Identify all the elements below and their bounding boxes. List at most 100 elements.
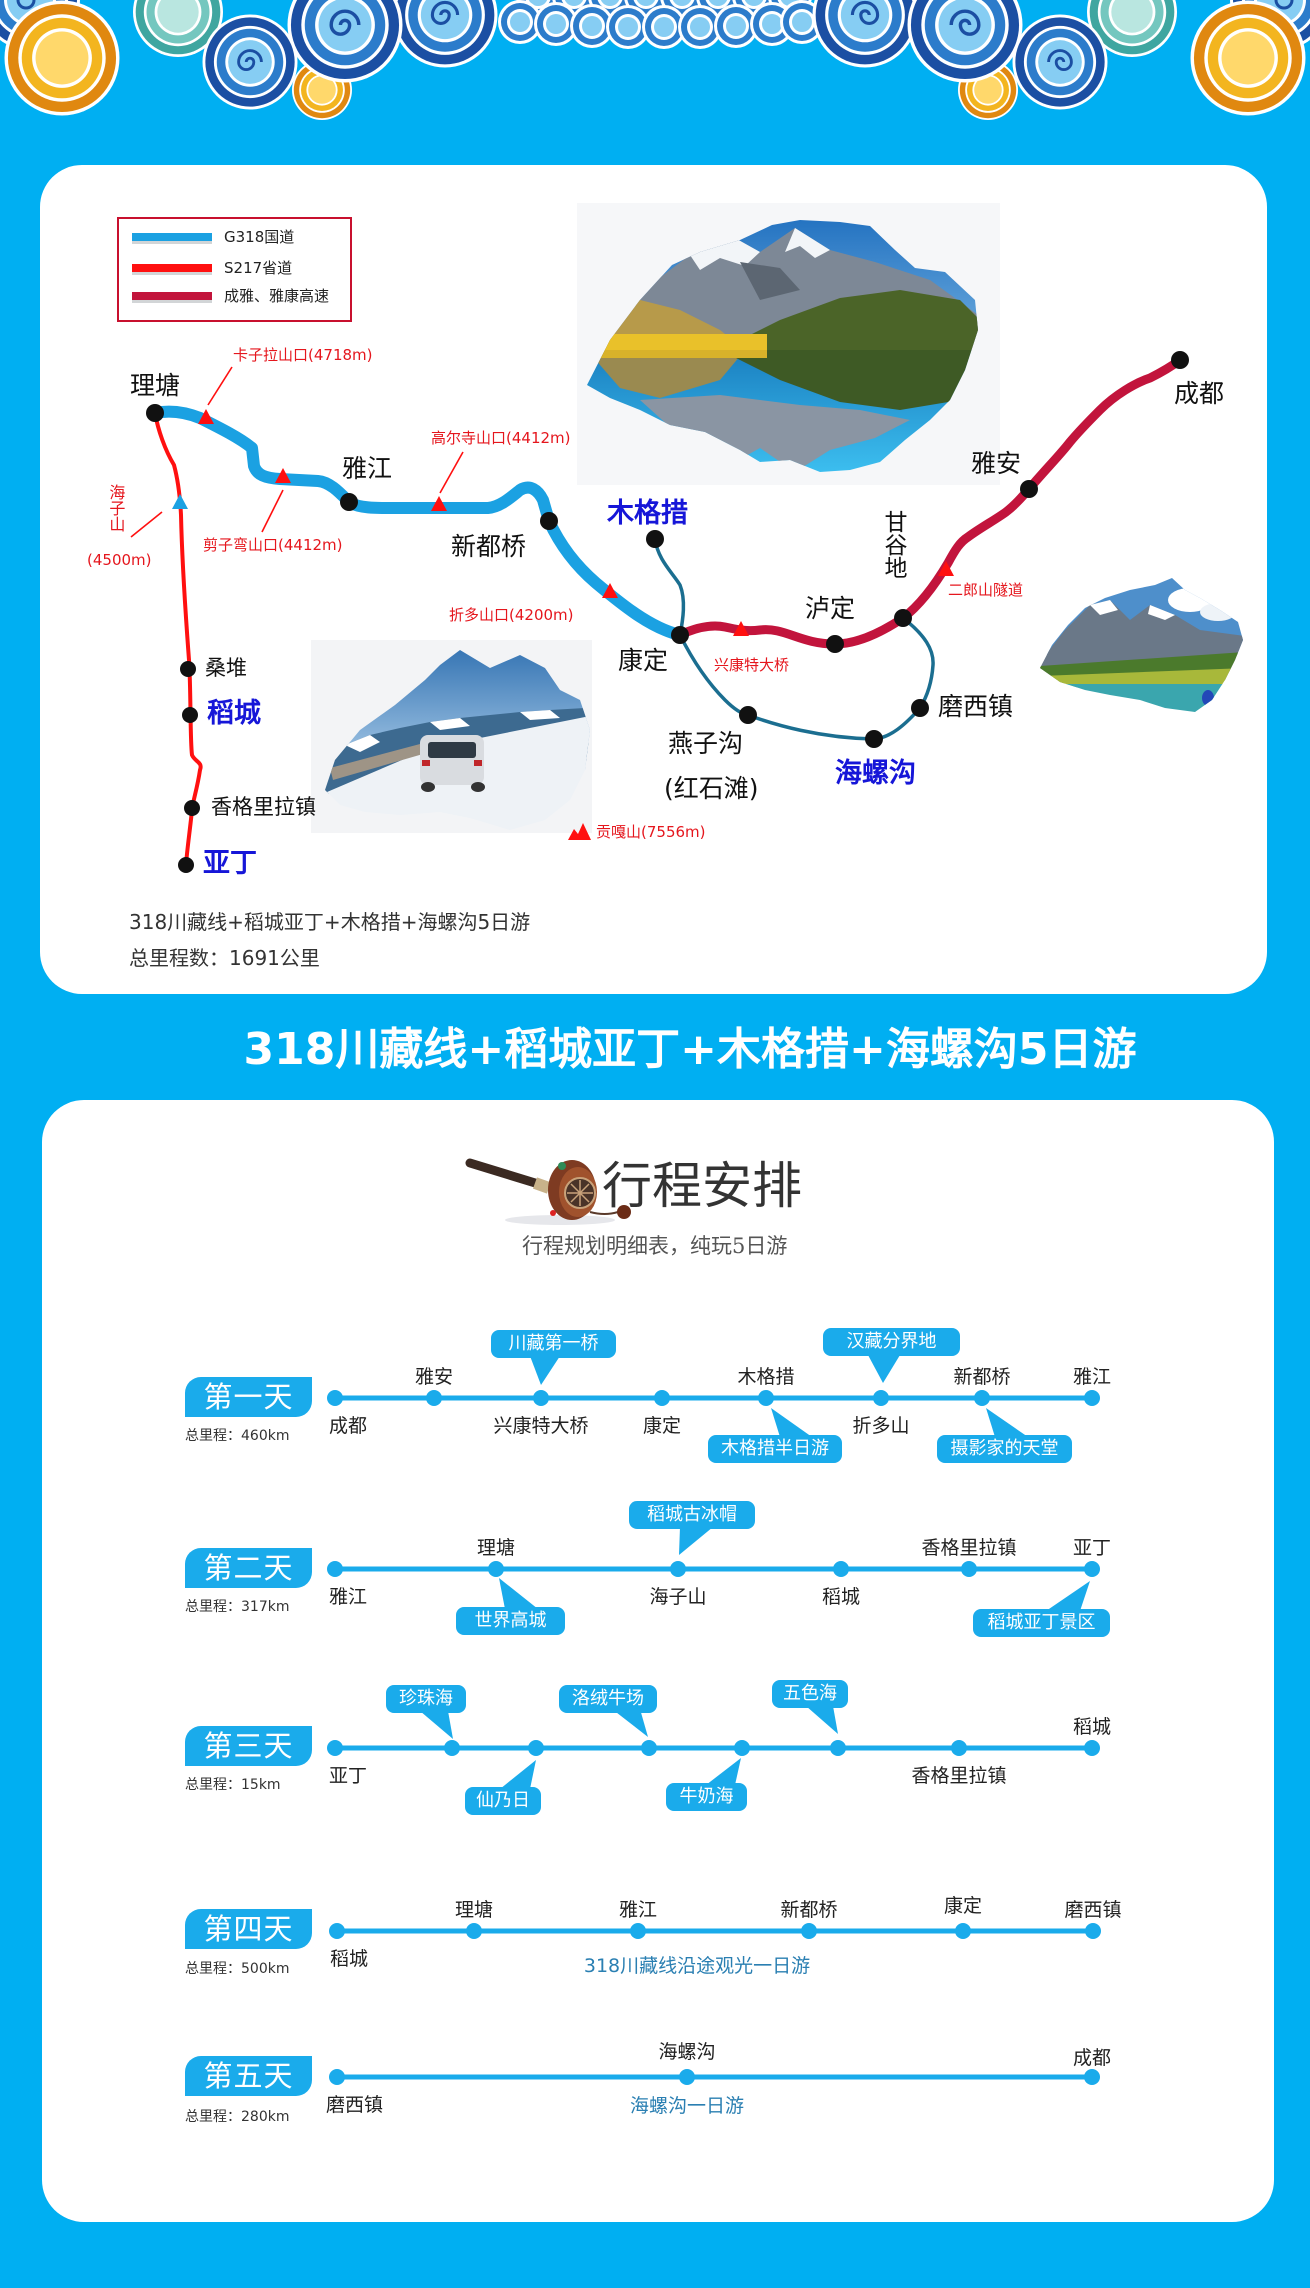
stop-label: 雅江	[329, 1586, 368, 1608]
stop-label: 木格措	[737, 1366, 795, 1388]
stop-label: 新都桥	[953, 1366, 1011, 1388]
day-note-4: 318川藏线沿途观光一日游	[583, 1955, 811, 1977]
day-distance-5: 总里程：280km	[185, 2109, 290, 2125]
itinerary-subheading: 行程规划明细表，纯玩5日游	[522, 1234, 788, 1258]
pass-label-haizishan-altitude: (4500m)	[87, 551, 152, 569]
map-label-hongshitan: (红石滩)	[664, 774, 759, 803]
stop-label: 理塘	[476, 1537, 515, 1559]
callout-bubble: 仙乃日	[465, 1787, 541, 1815]
pass-triangle-icon	[938, 561, 954, 576]
page-title: 318川藏线+稻城亚丁+木格措+海螺沟5日游	[243, 1024, 1137, 1075]
stop-label: 磨西镇	[326, 2094, 384, 2116]
pass-triangle-icon	[198, 409, 214, 424]
stop-label: 成都	[1072, 2047, 1111, 2069]
road-g318	[149, 405, 686, 641]
cloud-cluster-right	[813, 0, 1310, 120]
cloud-banner	[0, 0, 1310, 120]
pass-triangle-icon	[602, 583, 618, 598]
stop-label: 海子山	[649, 1586, 707, 1608]
stop-label: 稻城	[821, 1586, 860, 1608]
stop-label: 亚丁	[1072, 1537, 1111, 1559]
callout-bubble: 洛绒牛场	[559, 1685, 657, 1713]
pass-label-kazila: 卡子拉山口(4718m)	[233, 346, 373, 364]
map-label-sangdui: 桑堆	[205, 656, 247, 680]
pass-label-erlangshan-tunnel: 二郎山隧道	[948, 581, 1024, 599]
day-badge-5: 第五天	[185, 2056, 312, 2096]
stop-label: 理塘	[454, 1899, 493, 1921]
day-badge-2: 第二天	[185, 1548, 312, 1588]
map-label-moxi: 磨西镇	[938, 692, 1014, 721]
suv-on-snowy-road-photo	[311, 640, 592, 833]
map-label-daocheng: 稻城	[207, 698, 261, 729]
day-distance-1: 总里程：460km	[185, 1428, 290, 1444]
map-label-chengdu: 成都	[1174, 379, 1225, 408]
pass-label-haizishan: 海子山	[106, 484, 126, 532]
callout-bubble: 稻城古冰帽	[629, 1501, 755, 1529]
stop-label: 康定	[943, 1895, 982, 1917]
callout-bubble: 世界高城	[456, 1607, 565, 1635]
road-mugecuo-branch	[653, 538, 686, 636]
stop-label: 折多山	[852, 1415, 910, 1437]
map-label-mugecuo: 木格措	[607, 498, 688, 529]
legend-swatches	[132, 233, 212, 303]
timeline-day-5	[329, 2069, 1100, 2085]
legend-label-expressway: 成雅、雅康高速	[224, 287, 330, 305]
callout-bubble: 汉藏分界地	[823, 1328, 960, 1356]
stop-label: 成都	[329, 1415, 368, 1437]
pass-label-xingkang-bridge: 兴康特大桥	[714, 656, 790, 674]
map-label-shangrila-town: 香格里拉镇	[211, 795, 316, 819]
day-note-5: 海螺沟一日游	[629, 2095, 744, 2117]
stop-label: 香格里拉镇	[911, 1765, 1007, 1787]
itinerary-heading: 行程安排	[602, 1157, 802, 1215]
road-hailuogou-loop	[678, 616, 935, 741]
stop-label: 雅江	[618, 1899, 657, 1921]
day-badge-4: 第四天	[185, 1909, 312, 1949]
cloud-cluster-left	[0, 0, 498, 120]
timeline-day-1	[327, 1355, 1100, 1437]
day-badge-1: 第一天	[185, 1377, 312, 1417]
stop-label: 康定	[642, 1415, 681, 1437]
map-label-kangding: 康定	[618, 646, 669, 675]
prayer-wheel-icon	[465, 1158, 631, 1225]
callout-bubble: 牛奶海	[666, 1783, 747, 1811]
map-label-yanzigou: 燕子沟	[668, 729, 744, 758]
callout-bubble: 川藏第一桥	[491, 1330, 616, 1358]
stop-label: 海螺沟	[658, 2041, 716, 2063]
callout-bubble: 珍珠海	[386, 1685, 466, 1713]
timeline-day-2	[327, 1527, 1100, 1611]
haizishan-triangle-icon	[172, 494, 188, 509]
map-label-hailuogou: 海螺沟	[835, 758, 916, 789]
snow-mountain-lake-photo	[1040, 578, 1243, 712]
day-distance-4: 总里程：500km	[185, 1961, 290, 1977]
route-roads	[149, 355, 1185, 867]
pass-triangle-icon	[733, 621, 749, 636]
stop-label: 雅安	[414, 1366, 453, 1388]
peak-label-gongga: 贡嘎山(7556m)	[596, 823, 706, 841]
pass-label-jianziwan: 剪子弯山口(4412m)	[203, 536, 343, 554]
mountain-peak-icon	[568, 823, 591, 840]
map-label-yajiang: 雅江	[342, 454, 393, 483]
stop-label: 香格里拉镇	[921, 1537, 1017, 1559]
timeline-day-3	[327, 1706, 1100, 1789]
stop-label: 磨西镇	[1064, 1899, 1122, 1921]
legend-label-s217: S217省道	[224, 259, 293, 277]
pass-label-zheduo: 折多山口(4200m)	[449, 606, 574, 624]
map-label-gangudi: 甘谷地	[880, 510, 906, 579]
callout-bubble: 五色海	[772, 1680, 848, 1708]
stop-label: 稻城	[330, 1948, 369, 1970]
cloud-scallops-center	[498, 0, 824, 49]
map-city-dots	[146, 351, 1189, 873]
map-label-litang: 理塘	[130, 371, 181, 400]
stop-label: 亚丁	[329, 1765, 368, 1787]
map-label-yading: 亚丁	[203, 848, 257, 879]
alpine-lake-reflection-photo	[577, 203, 1000, 485]
callout-bubble: 稻城亚丁景区	[973, 1609, 1110, 1637]
pass-markers	[130, 366, 954, 840]
map-label-xinduqiao: 新都桥	[451, 532, 527, 561]
map-legend	[117, 217, 352, 322]
map-caption-total-distance: 总里程数：1691公里	[129, 946, 320, 970]
day-distance-2: 总里程：317km	[185, 1599, 290, 1615]
day-distance-3: 总里程：15km	[185, 1777, 281, 1793]
callout-bubble: 摄影家的天堂	[937, 1435, 1072, 1463]
